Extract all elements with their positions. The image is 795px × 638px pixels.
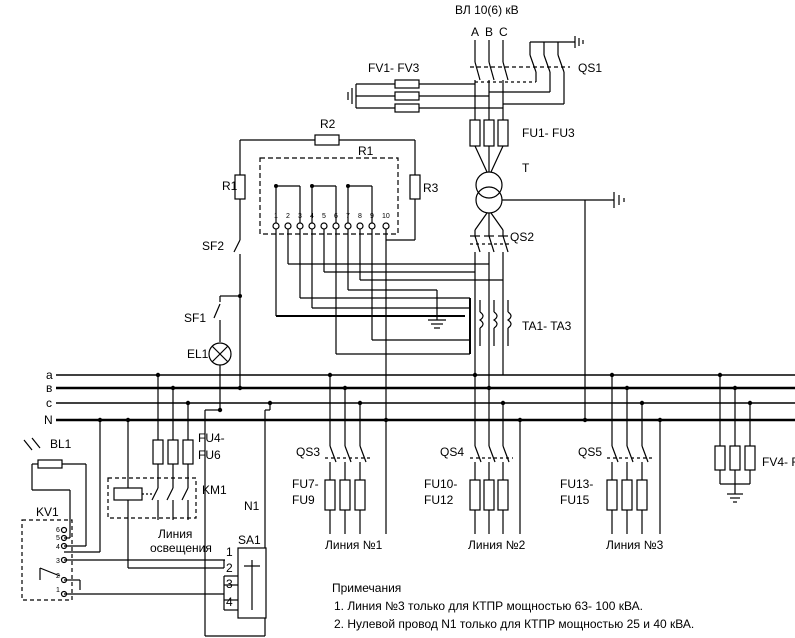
fu9-label: FU9: [292, 493, 315, 507]
n1-label: N1: [244, 499, 260, 513]
fu13-label: FU13-: [560, 477, 593, 491]
supply-title: ВЛ 10(6) кВ: [455, 3, 519, 17]
notes-title: Примечания: [332, 581, 401, 595]
svg-text:3: 3: [226, 577, 233, 591]
bus-n-label: N: [44, 413, 53, 427]
el1-label: EL1: [187, 347, 209, 361]
phase-b-label: B: [485, 25, 493, 39]
km1-label: KM1: [202, 483, 227, 497]
bus-a-label: a: [46, 368, 53, 382]
fu7-label: FU7-: [292, 477, 319, 491]
svg-text:6: 6: [56, 527, 60, 534]
sa1-terminal-numbers: 1 2 3 4: [226, 545, 233, 609]
svg-text:4: 4: [56, 544, 60, 551]
fv4-label: FV4- F: [762, 455, 795, 469]
wiring: [21, 36, 795, 637]
svg-text:3: 3: [298, 213, 302, 220]
qs3-label: QS3: [296, 445, 320, 459]
line-3-label: Линия №3: [606, 538, 664, 552]
bus-c-label: c: [46, 396, 52, 410]
bl1-label: BL1: [50, 437, 72, 451]
svg-text:8: 8: [358, 213, 362, 220]
svg-text:1: 1: [226, 545, 233, 559]
qs2-label: QS2: [510, 230, 534, 244]
r1-terminal-circles: [272, 222, 390, 230]
r1-resistor-label: R1: [222, 179, 238, 193]
lighting-line-label-1: Линия: [158, 527, 192, 541]
svg-text:7: 7: [346, 213, 350, 220]
svg-text:9: 9: [370, 213, 374, 220]
svg-text:6: 6: [334, 213, 338, 220]
fu1-label: FU1- FU3: [522, 126, 575, 140]
kv1-label: KV1: [36, 505, 59, 519]
svg-text:4: 4: [310, 213, 314, 220]
svg-text:10: 10: [382, 213, 390, 220]
ta-label: TA1- TA3: [522, 319, 572, 333]
sf1-label: SF1: [184, 311, 206, 325]
fu15-label: FU15: [560, 493, 590, 507]
svg-text:1: 1: [274, 213, 278, 220]
qs5-label: QS5: [578, 445, 602, 459]
lighting-line-label-2: освещения: [150, 541, 212, 555]
transformer-label: T: [522, 161, 530, 175]
sf2-label: SF2: [202, 239, 224, 253]
svg-text:3: 3: [56, 558, 60, 565]
r1-unit-label: R1: [358, 144, 374, 158]
fu6-label: FU6: [198, 448, 221, 462]
phase-c-label: C: [499, 25, 508, 39]
svg-text:2: 2: [56, 573, 60, 580]
fu4-label: FU4-: [198, 431, 225, 445]
qs1-label: QS1: [578, 61, 602, 75]
qs4-label: QS4: [440, 445, 464, 459]
line-2-label: Линия №2: [468, 538, 526, 552]
svg-text:1: 1: [56, 587, 60, 594]
fv1-label: FV1- FV3: [368, 61, 420, 75]
r3-label: R3: [423, 181, 439, 195]
svg-text:2: 2: [226, 561, 233, 575]
line-1-label: Линия №1: [325, 538, 383, 552]
junction-dots: [97, 184, 753, 423]
fu12-label: FU12: [424, 493, 454, 507]
svg-text:5: 5: [322, 213, 326, 220]
kv1-terminal-numbers: 6 5 4 3 2 1: [56, 527, 60, 594]
phase-a-label: A: [471, 25, 479, 39]
svg-text:5: 5: [56, 535, 60, 542]
sa1-label: SA1: [238, 533, 261, 547]
note-2: 2. Нулевой провод N1 только для КТПР мощ…: [334, 617, 694, 631]
r1-terminal-numbers: 1 2 3 4 5 6 7 8 9 10: [274, 213, 390, 220]
r2-label: R2: [320, 117, 336, 131]
fu10-label: FU10-: [424, 477, 457, 491]
bus-b-label: в: [46, 381, 52, 395]
svg-text:2: 2: [286, 213, 290, 220]
svg-text:4: 4: [226, 595, 233, 609]
note-1: 1. Линия №3 только для КТПР мощностью 63…: [334, 599, 643, 613]
